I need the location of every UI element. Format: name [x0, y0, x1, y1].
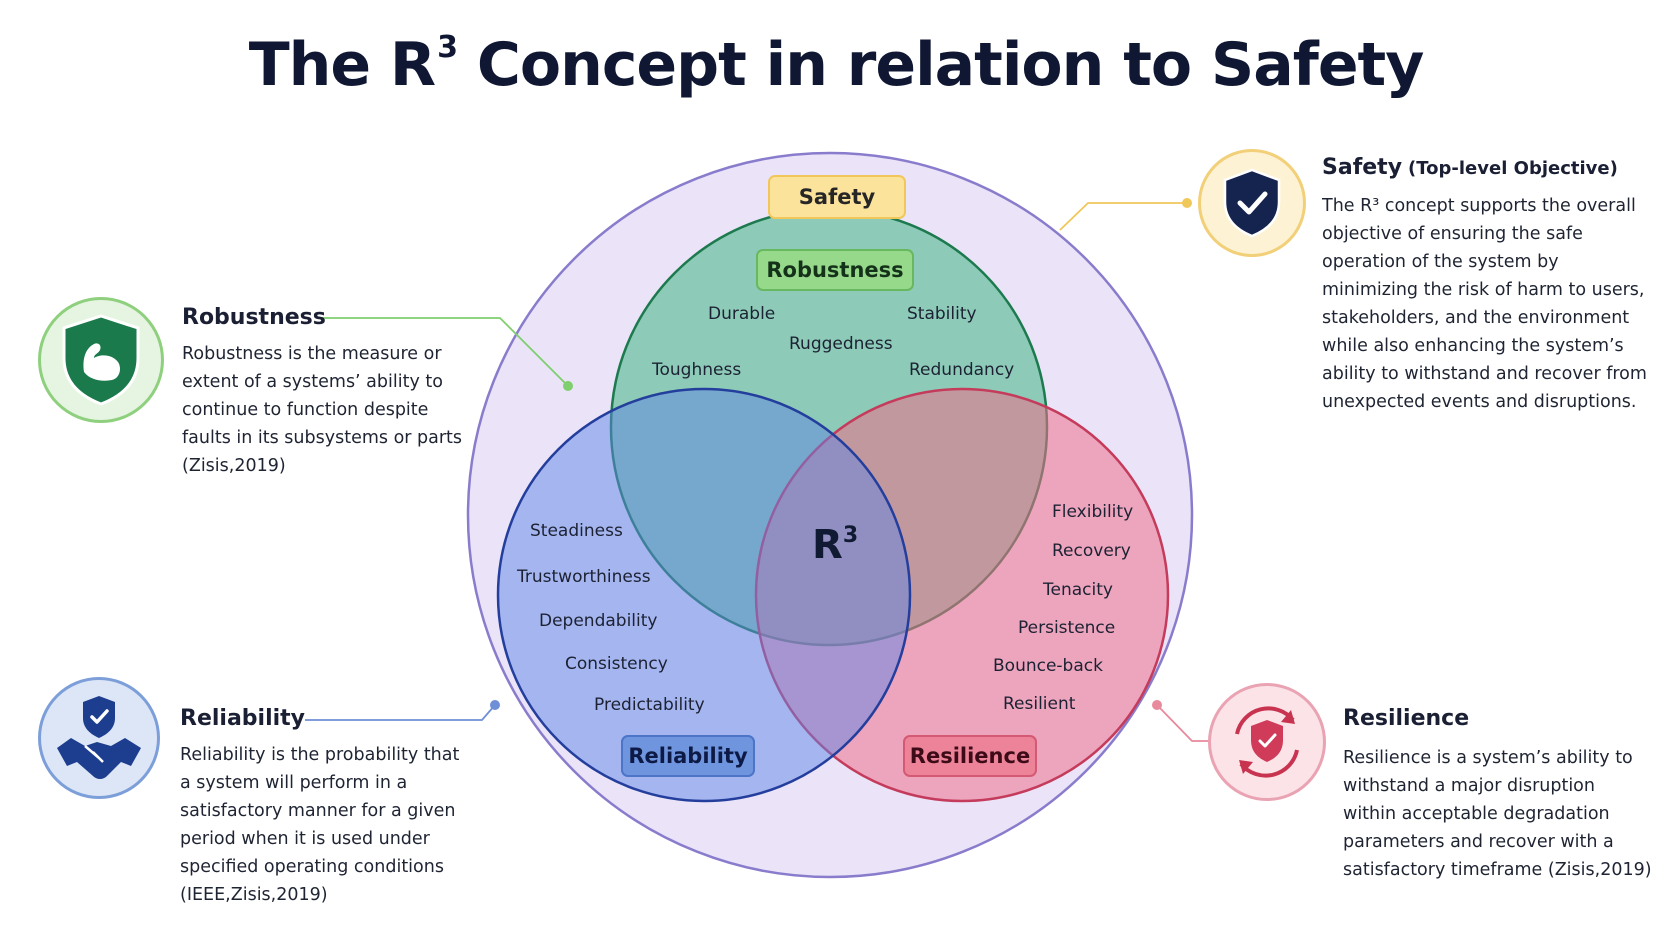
reliability-description: Reliability is the probability that a sy… — [180, 745, 460, 905]
safety-label: Safety — [768, 175, 906, 219]
robustness-term: Durable — [708, 304, 776, 324]
safety-title: Safety(Top-level Objective) — [1322, 155, 1618, 180]
center-label: R3 — [812, 522, 859, 568]
robustness-connector-dot — [563, 381, 573, 391]
check-shield-icon — [1198, 149, 1306, 257]
reliability-term: Dependability — [539, 611, 658, 631]
reliability-circle — [496, 387, 912, 803]
reliability-term: Trustworthiness — [517, 567, 651, 587]
muscle-shield-icon — [38, 297, 164, 423]
reliability-term: Steadiness — [530, 521, 623, 541]
robustness-title: Robustness — [182, 305, 326, 330]
resilience-term: Resilient — [1003, 694, 1076, 714]
safety-description: The R³ concept supports the overall obje… — [1322, 196, 1647, 412]
reliability-connector-dot — [490, 700, 500, 710]
handshake-shield-icon — [38, 677, 160, 799]
reliability-term: Consistency — [565, 654, 668, 674]
robustness-term: Ruggedness — [789, 334, 893, 354]
resilience-description: Resilience is a system’s ability to with… — [1343, 748, 1652, 880]
robustness-connector — [322, 317, 569, 387]
safety-connector-dot — [1182, 198, 1192, 208]
robustness-term: Redundancy — [909, 360, 1015, 380]
page-title: The R3 Concept in relation to Safety — [248, 30, 1425, 100]
resilience-term: Recovery — [1052, 541, 1131, 561]
reliability-term: Predictability — [594, 695, 705, 715]
resilience-term: Flexibility — [1052, 502, 1134, 522]
safety-connector — [1059, 202, 1187, 231]
resilience-connector — [1156, 704, 1211, 742]
robustness-term: Stability — [907, 304, 977, 324]
resilience-term: Persistence — [1018, 618, 1116, 638]
resilience-label: Resilience — [903, 735, 1037, 777]
resilience-term: Bounce-back — [993, 656, 1103, 676]
reliability-title: Reliability — [180, 706, 306, 731]
resilience-connector-dot — [1152, 700, 1162, 710]
reliability-label: Reliability — [621, 735, 755, 777]
robustness-description: Robustness is the measure or extent of a… — [182, 344, 463, 476]
robustness-label: Robustness — [756, 249, 914, 291]
recovery-shield-icon — [1208, 683, 1326, 801]
resilience-title: Resilience — [1343, 706, 1470, 731]
reliability-connector — [305, 704, 496, 721]
robustness-term: Toughness — [652, 360, 742, 380]
resilience-term: Tenacity — [1043, 580, 1113, 600]
